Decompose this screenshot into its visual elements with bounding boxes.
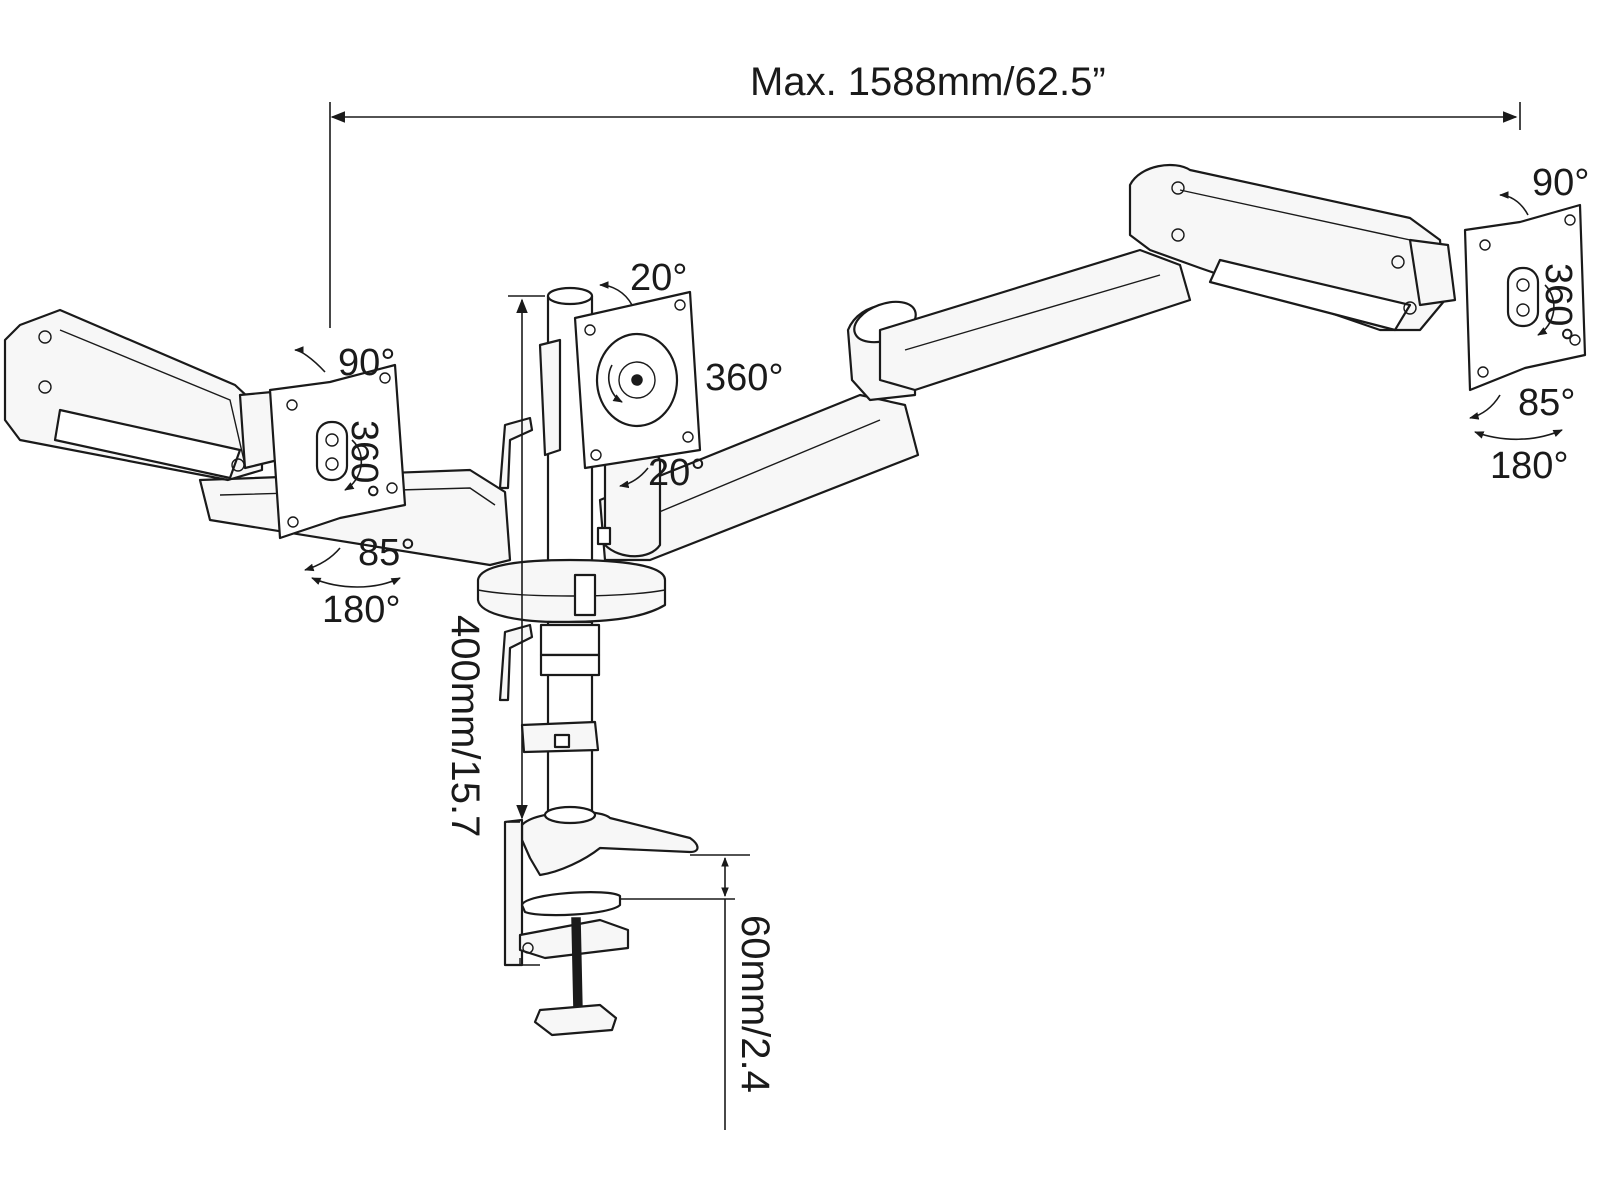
pole-height-label: 400mm/15.7	[443, 615, 487, 837]
right-pan-label: 180°	[1490, 445, 1569, 487]
left-arm	[3, 308, 512, 567]
right-swivel-label: 85°	[1518, 382, 1575, 424]
left-pan-label: 180°	[322, 589, 401, 631]
max-width-label: Max. 1588mm/62.5”	[750, 60, 1106, 104]
center-tilt-top-label: 20°	[630, 257, 687, 299]
left-rotation-arrows	[294, 346, 401, 588]
left-vesa-plate	[268, 363, 407, 540]
center-rotation-arrows	[599, 281, 649, 489]
left-rotation-label: 360°	[343, 420, 385, 499]
right-vesa-plate	[1463, 203, 1587, 392]
center-rotation-label: 360°	[705, 357, 784, 399]
center-vesa-plate	[573, 290, 702, 470]
pole-height-dimension	[508, 295, 545, 823]
center-tilt-bottom-label: 20°	[648, 452, 705, 494]
clamp-thickness-dimension	[620, 854, 750, 1130]
right-tilt-label: 90°	[1532, 162, 1589, 204]
width-dimension: Max. 1588mm/62.5”	[329, 60, 1521, 328]
clamp-thickness-label: 60mm/2.4	[733, 915, 777, 1093]
right-arm	[598, 163, 1457, 562]
right-rotation-arrows	[1469, 191, 1563, 441]
left-tilt-label: 90°	[338, 342, 395, 384]
left-swivel-label: 85°	[358, 532, 415, 574]
right-rotation-label: 360°	[1537, 263, 1579, 342]
